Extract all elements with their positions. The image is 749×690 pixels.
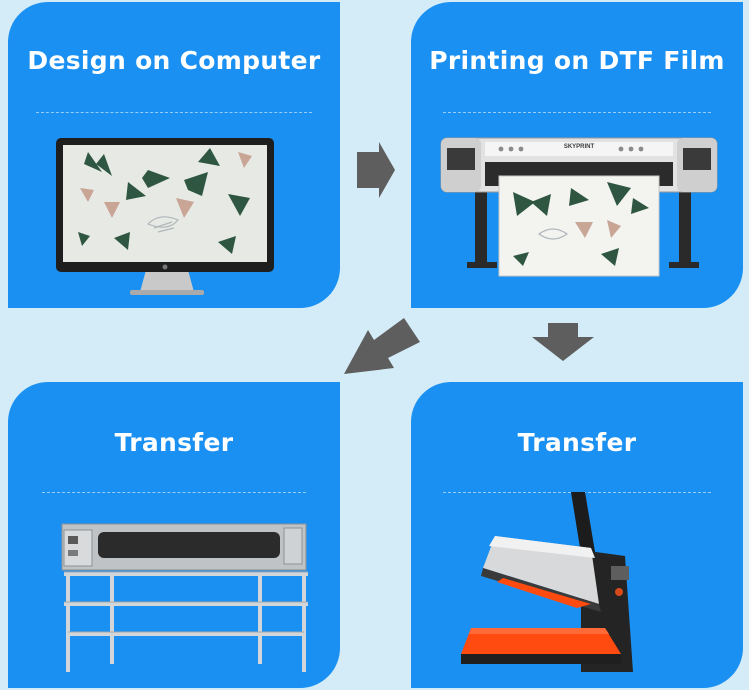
title-divider	[36, 112, 312, 113]
heat-press-machine-illustration	[461, 492, 633, 672]
step-card-transfer-press: Transfer	[411, 382, 743, 688]
roller-transfer-machine-illustration	[61, 523, 308, 672]
arrow-right-icon	[357, 142, 395, 198]
step-card-transfer-roller: Transfer	[8, 382, 340, 688]
step-title: Printing on DTF Film	[429, 46, 725, 75]
arrow-down-left-icon	[344, 318, 420, 374]
printer-brand-label: SKYPRINT	[563, 144, 595, 150]
step-card-design: Design on Computer	[8, 2, 340, 308]
arrow-down-icon	[532, 323, 594, 361]
computer-monitor-illustration	[56, 138, 274, 295]
step-card-printing: Printing on DTF Film	[411, 2, 743, 308]
title-divider	[443, 112, 711, 113]
title-divider	[42, 492, 306, 493]
step-title: Design on Computer	[27, 46, 321, 75]
step-title: Transfer	[517, 428, 637, 457]
step-title: Transfer	[114, 428, 234, 457]
dtf-printer-illustration	[440, 137, 718, 277]
